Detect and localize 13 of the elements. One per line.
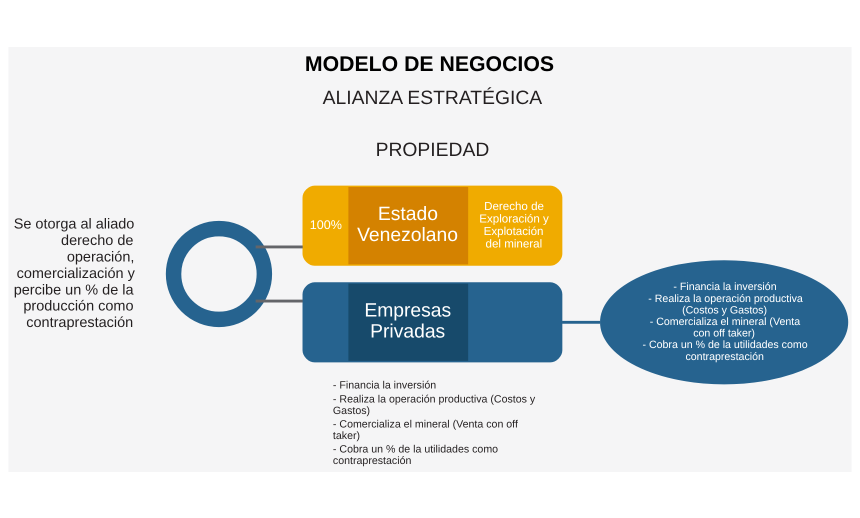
node-label: - Realiza la operación productiva (Costos y Gastos) <box>332 392 536 416</box>
connector <box>256 299 303 302</box>
node-label: - Cobra un % de la utilidades como contraprestación <box>332 442 498 467</box>
node-label: - Comercializa el mineral (Venta con off taker) <box>332 418 518 442</box>
label: ALIANZA ESTRATÉGICA <box>322 87 542 108</box>
node-label: Se otorga al aliado derecho de operación, comercialización y percibe un % de la producción como contraprestación <box>14 216 135 331</box>
node-ellipse: - Financia la inversión - Realiza la operación productiva (Costos y Gastos) - Comercializa el mineral (Venta con off taker) - Cobra un % de la utilidades como contraprestación <box>600 260 848 384</box>
connector <box>562 320 600 324</box>
diagram-title: MODELO DE NEGOCIOS <box>304 51 554 76</box>
node-label: - Financia la inversión <box>332 379 436 392</box>
connector <box>256 245 303 248</box>
label: PROPIEDAD <box>376 140 490 161</box>
node-circle <box>166 220 272 327</box>
